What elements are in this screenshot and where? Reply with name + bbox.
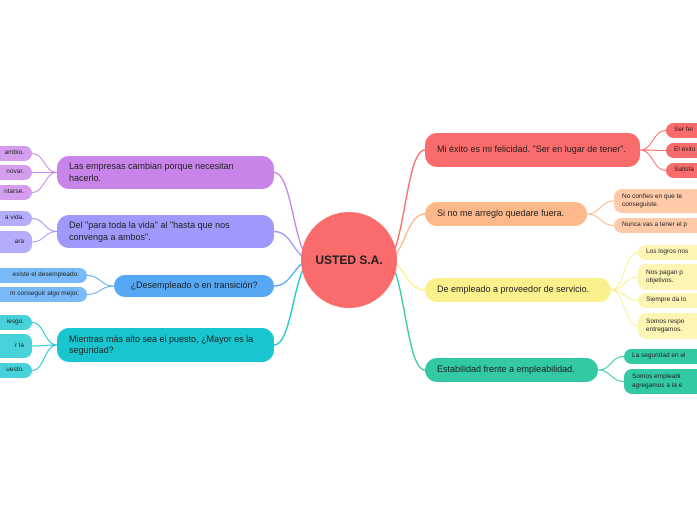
subtopic-item[interactable]: Satisfa	[666, 163, 697, 178]
subtopic-item[interactable]: r la	[0, 334, 32, 358]
branch-label: Mi éxito es mi felicidad. "Ser en lugar …	[437, 144, 626, 155]
branch-label: Las empresas cambian porque necesitan ha…	[69, 161, 234, 183]
connector-line	[31, 344, 58, 371]
connector-line	[31, 153, 58, 173]
subtopic-item[interactable]: existe el desempleado.	[0, 268, 87, 283]
subtopic-item[interactable]: a vida.	[0, 211, 32, 226]
subtopic-item[interactable]: ambio.	[0, 146, 32, 161]
subtopic-item[interactable]: El éxito	[666, 143, 697, 158]
branch-mayor-seguridad[interactable]: Mientras más alto sea el puesto, ¿Mayor …	[57, 328, 274, 362]
connector-line	[610, 252, 639, 291]
branch-label: Mientras más alto sea el puesto, ¿Mayor …	[69, 333, 254, 355]
connector-line	[639, 149, 667, 171]
subtopic-item[interactable]: uesto.	[0, 363, 32, 378]
connector-line	[610, 276, 639, 291]
central-topic-label: USTED S.A.	[315, 253, 383, 267]
subtopic-item[interactable]: Nunca vas a tener el p	[614, 218, 697, 233]
connector-line	[31, 172, 58, 193]
branch-label: De empleado a proveedor de servicio.	[437, 284, 590, 295]
branch-label: Del "para toda la vida" al "hasta que no…	[69, 220, 230, 242]
connector-line	[86, 285, 115, 295]
subtopic-item[interactable]: novar.	[0, 165, 32, 180]
subtopic-item[interactable]: ara	[0, 231, 32, 253]
branch-label: ¿Desempleado o en transición?	[130, 280, 258, 291]
branch-label: Estabilidad frente a empleabilidad.	[437, 364, 575, 375]
connector-line	[639, 130, 667, 151]
subtopic-item[interactable]: Ser fel	[666, 123, 697, 138]
connector-line	[610, 289, 639, 327]
branch-estabilidad-empleabilidad[interactable]: Estabilidad frente a empleabilidad.	[425, 358, 598, 382]
subtopic-item[interactable]: Somos respo entregamos.	[638, 313, 697, 339]
connector-line	[31, 322, 58, 346]
central-topic[interactable]: USTED S.A.	[301, 212, 397, 308]
subtopic-item[interactable]: iesgo.	[0, 315, 32, 330]
branch-label: Si no me arreglo quedare fuera.	[437, 208, 565, 219]
subtopic-item[interactable]: La seguridad en el	[624, 349, 697, 364]
branch-las-empresas-cambian[interactable]: Las empresas cambian porque necesitan ha…	[57, 156, 274, 189]
connector-line	[586, 213, 615, 226]
branch-para-toda-la-vida[interactable]: Del "para toda la vida" al "hasta que no…	[57, 215, 274, 248]
subtopic-item[interactable]: Siempre da lo	[638, 293, 697, 308]
branch-de-empleado-a-proveedor[interactable]: De empleado a proveedor de servicio.	[425, 278, 611, 302]
connector-line	[597, 369, 625, 382]
branch-desempleado-transicion[interactable]: ¿Desempleado o en transición?	[114, 275, 274, 297]
connector-line	[31, 218, 58, 232]
branch-mi-exito[interactable]: Mi éxito es mi felicidad. "Ser en lugar …	[425, 133, 640, 167]
subtopic-item[interactable]: Somos empleabi agregamos a la e	[624, 369, 697, 394]
subtopic-item[interactable]: No confíes en que te conseguiste.	[614, 189, 697, 213]
connector-line	[586, 200, 615, 215]
subtopic-item[interactable]: ntarse.	[0, 185, 32, 200]
subtopic-item[interactable]: Nos pagan p objetivos.	[638, 264, 697, 290]
connector-line	[86, 275, 115, 287]
branch-si-no-me-arreglo[interactable]: Si no me arreglo quedare fuera.	[425, 202, 587, 226]
subtopic-item[interactable]: m conseguir algo mejor.	[0, 287, 87, 302]
connector-line	[31, 231, 58, 243]
connector-line	[597, 356, 625, 371]
subtopic-item[interactable]: Los logros nos	[638, 245, 697, 260]
